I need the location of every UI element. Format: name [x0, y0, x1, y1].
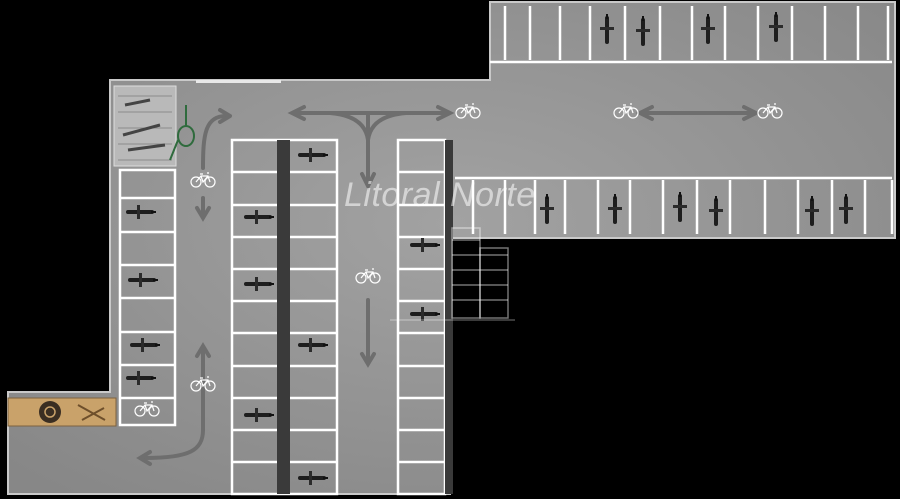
- parking-row-top-right: [490, 6, 892, 64]
- wood-storage: [7, 397, 117, 427]
- bike-rack-icon: [113, 85, 177, 167]
- direction-arrow-icon: [136, 105, 761, 466]
- parking-row-middle-right: [455, 176, 894, 234]
- door: [196, 80, 281, 83]
- wall-column: [277, 140, 290, 494]
- building-logo-icon: [390, 227, 515, 321]
- water-hose-icon: [169, 105, 195, 161]
- parking-column-left: [118, 168, 177, 427]
- wall-column: [445, 140, 453, 494]
